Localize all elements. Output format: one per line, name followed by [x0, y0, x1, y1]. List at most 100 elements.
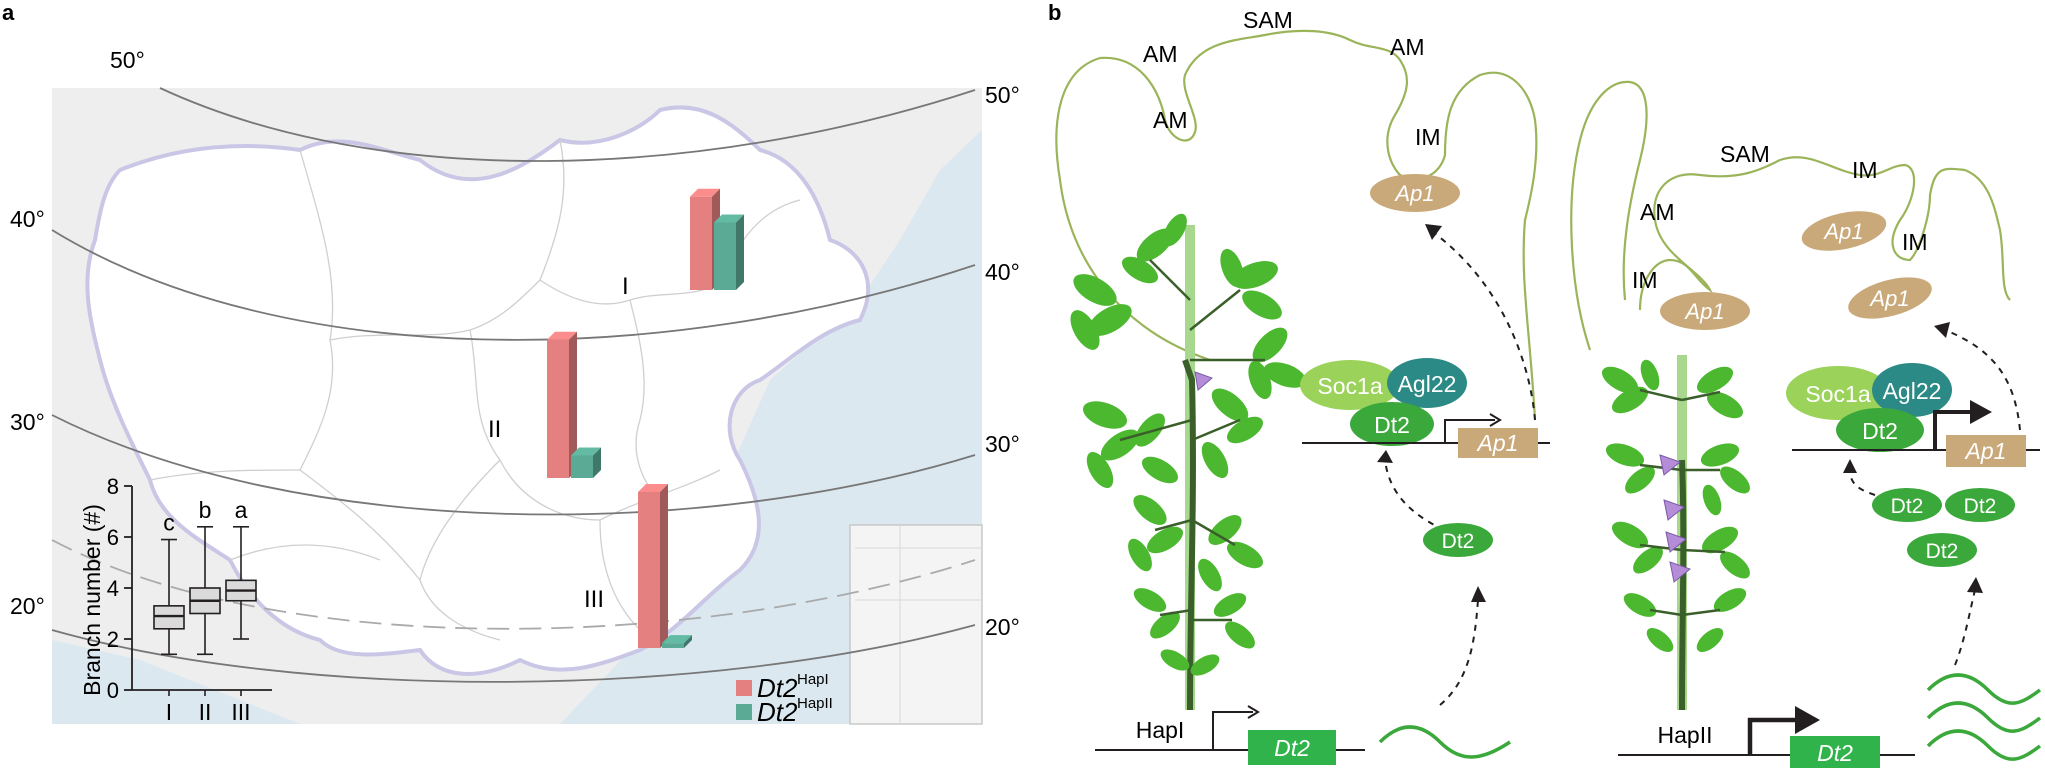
leaf	[1163, 213, 1187, 247]
leaf	[1150, 611, 1180, 639]
hapII-ap1-proteins: Ap1 Ap1 Ap1	[1660, 211, 1932, 330]
leaf	[1141, 456, 1179, 484]
latitude-label-50-right: 50°	[985, 82, 1020, 108]
hapI-arrowhead-ap1	[1425, 224, 1442, 240]
hapII-flower-3	[1665, 531, 1688, 553]
hapII-promoter-label: HapII	[1658, 722, 1713, 748]
leaf	[1640, 359, 1660, 391]
leaf	[1625, 466, 1655, 494]
boxplot-ytick-label: 6	[107, 525, 119, 550]
branch	[1191, 518, 1236, 547]
leaf	[1128, 538, 1152, 572]
hapII-soc1a-label: Soc1a	[1805, 381, 1870, 407]
leaf	[1263, 362, 1307, 388]
hapI-mrna-wave	[1378, 725, 1511, 759]
branch	[1189, 289, 1241, 331]
box-letter-I: c	[163, 510, 175, 536]
leaf	[1696, 628, 1724, 652]
box-II: bII	[189, 497, 221, 725]
hapI-sam-label: SAM	[1243, 7, 1293, 33]
hapII-dt2-proteins: Dt2 Dt2 Dt2	[1872, 488, 2015, 567]
leaf	[1623, 593, 1657, 617]
hap-bar-II-hapI	[547, 331, 577, 478]
hapII-arrow-dt2-to-complex	[1849, 469, 1876, 496]
leaf	[1070, 310, 1100, 350]
leaf	[1201, 441, 1229, 479]
hapI-agl22-label: Agl22	[1398, 371, 1457, 397]
hapI-ap1-gene	[1458, 428, 1538, 458]
boxplot-ytick-label: 8	[107, 474, 119, 499]
hapII-dt2-protein-label-1: Dt2	[1891, 495, 1924, 518]
hapII-meristem-outline	[1570, 80, 2011, 351]
branch	[1649, 608, 1683, 617]
hapII-dt2-complex-label: Dt2	[1862, 418, 1898, 444]
leaf	[1702, 484, 1722, 516]
hap-bar-III-hapI	[638, 484, 668, 648]
leaf	[1146, 526, 1184, 554]
hapII-leaves	[1601, 359, 1750, 652]
box-letter-III: a	[235, 497, 248, 523]
branch	[1639, 543, 1683, 552]
panel-b: b AM SAM AM AM IM Ap1 Soc1a	[1040, 0, 2045, 768]
leaf	[1611, 521, 1649, 549]
china-outline	[85, 105, 871, 676]
legend-gene-hapI: Dt2	[757, 673, 798, 703]
panel-b-letter: b	[1048, 0, 1061, 25]
boxplot-ylabel: Branch number (#)	[79, 504, 105, 696]
hapII-ap1-gene	[1946, 435, 2026, 467]
hapII-im-label-1: IM	[1632, 267, 1658, 293]
leaf	[1211, 388, 1249, 422]
hap-bar-III-hapII	[662, 635, 692, 648]
legend-haplotype-hapII: HapII	[797, 695, 833, 712]
leaf	[1133, 495, 1167, 525]
hapII-plant	[1601, 355, 1750, 711]
leaf	[1088, 304, 1132, 336]
branch	[1681, 390, 1721, 402]
leaf	[1133, 588, 1167, 612]
hapI-plant	[1070, 213, 1307, 711]
branch	[1119, 418, 1193, 442]
latitude-label-20-right: 20°	[985, 614, 1020, 640]
leaf	[1225, 621, 1255, 649]
hapI-am-label-2: AM	[1390, 34, 1425, 60]
hapII-promoter-arrow	[1747, 717, 1800, 755]
hapII-ap1-label-2: Ap1	[1822, 219, 1863, 244]
hapI-ap1-label: Ap1	[1393, 181, 1434, 206]
leaf	[1220, 248, 1244, 288]
latitude-label-50-left: 50°	[110, 47, 145, 73]
latitude-label-30-left: 30°	[10, 409, 45, 435]
latitude-label-40-right: 40°	[985, 259, 1020, 285]
leaf	[1701, 526, 1739, 554]
branch	[1681, 608, 1721, 617]
hapII-arrow-to-ap1	[1944, 329, 2021, 431]
leaf	[1605, 443, 1645, 467]
hapI-am-label-1: AM	[1143, 41, 1178, 67]
latitude-label-30-right: 30°	[985, 431, 1020, 457]
boxplot-ytick-label: 4	[107, 576, 119, 601]
leaf	[1086, 451, 1114, 489]
hapI-ap1-promoter-arrow	[1444, 419, 1495, 443]
leaf	[1213, 593, 1247, 617]
leaf	[1121, 256, 1159, 284]
hapII-flower-2	[1663, 499, 1686, 521]
leaf	[1208, 515, 1242, 545]
box-xtick-II: II	[199, 699, 212, 725]
hapII-sam-label: SAM	[1720, 141, 1770, 167]
haplotype-bars	[547, 188, 744, 648]
hapI-promoter-label: HapI	[1136, 717, 1185, 743]
hapI-arrow-mrna	[1439, 599, 1479, 706]
leaf	[1083, 401, 1127, 429]
leaf	[1601, 366, 1639, 394]
hapI-arrow-dt2-to-complex	[1384, 459, 1456, 536]
leaf	[1700, 443, 1740, 467]
branch	[1681, 548, 1726, 554]
boxplot-ytick-label: 2	[107, 627, 119, 652]
region-label-I: I	[622, 273, 629, 300]
hapI-arrow-to-ap1	[1429, 229, 1536, 421]
hapI-flower	[1194, 371, 1213, 391]
hapII-ap1-gene-label: Ap1	[1964, 438, 2007, 464]
hapI-leaves	[1070, 213, 1307, 676]
